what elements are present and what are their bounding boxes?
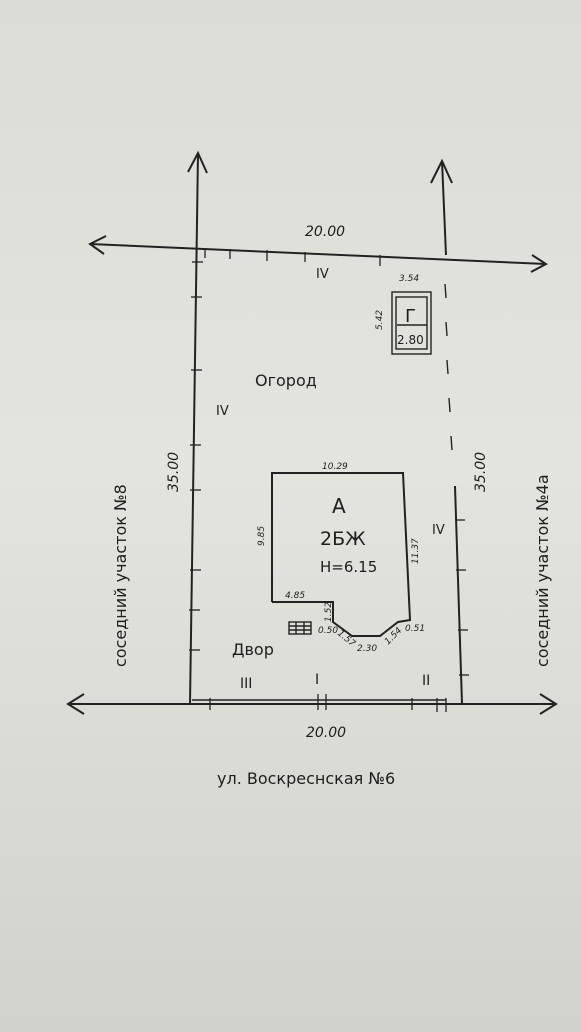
- house-top-dim: 10.29: [322, 462, 348, 472]
- garage-letter: Г: [405, 306, 416, 327]
- class-yard-2: I: [315, 672, 319, 688]
- right-neighbor-label: соседний участок №4а: [533, 474, 552, 667]
- top-right-arrow: [530, 254, 548, 273]
- right-upper-line: [441, 160, 447, 256]
- garage-outer-rect: [391, 291, 432, 355]
- garage-length-dim: 5.42: [375, 310, 385, 330]
- yard-label: Двор: [232, 640, 274, 659]
- garage-height: 2.80: [397, 333, 424, 347]
- tick-marks: [189, 248, 469, 712]
- house-bottom-left-dim: 4.85: [285, 591, 305, 601]
- house-left-dim: 9.85: [257, 526, 267, 546]
- porch-steps: [288, 621, 312, 635]
- class-yard-1: III: [240, 676, 252, 692]
- class-right: IV: [432, 523, 445, 538]
- class-left: IV: [216, 404, 229, 419]
- axis-lines: [66, 150, 558, 715]
- left-length-label: 35.00: [166, 452, 182, 492]
- house-dim-152: 1.52: [324, 602, 334, 622]
- right-lower-line: [454, 485, 463, 705]
- garden-label: Огород: [255, 371, 317, 390]
- class-yard-3: II: [422, 673, 430, 689]
- house-height: Н=6.15: [320, 558, 377, 576]
- dashed-boundary: [444, 283, 453, 451]
- top-left-arrow: [88, 235, 107, 255]
- right-length-label: 35.00: [473, 452, 489, 492]
- house-material: 2БЖ: [320, 528, 366, 550]
- garage: [391, 291, 432, 355]
- house-right-dim: 11.37: [411, 538, 421, 564]
- bottom-left-arrow: [66, 693, 85, 715]
- top-width-label: 20.00: [305, 224, 345, 240]
- house-dim-050: 0.50: [318, 626, 338, 636]
- house-outline: [271, 472, 412, 637]
- right-up-arrow: [430, 158, 453, 184]
- left-up-arrow: [187, 150, 208, 174]
- bottom-right-arrow: [539, 693, 558, 715]
- house: [271, 472, 412, 637]
- house-dim-230: 2.30: [357, 644, 377, 654]
- left-boundary-line: [189, 152, 199, 705]
- garage-inner-rect: [395, 296, 428, 350]
- street-label: ул. Воскреснская №6: [217, 769, 395, 788]
- garage-width-dim: 3.54: [399, 274, 419, 284]
- house-dim-051: 0.51: [405, 624, 425, 634]
- top-boundary-line: [89, 243, 547, 265]
- class-top: IV: [316, 267, 329, 282]
- left-neighbor-label: соседний участок №8: [111, 484, 130, 667]
- house-letter: А: [332, 494, 346, 518]
- bottom-width-label: 20.00: [306, 725, 346, 741]
